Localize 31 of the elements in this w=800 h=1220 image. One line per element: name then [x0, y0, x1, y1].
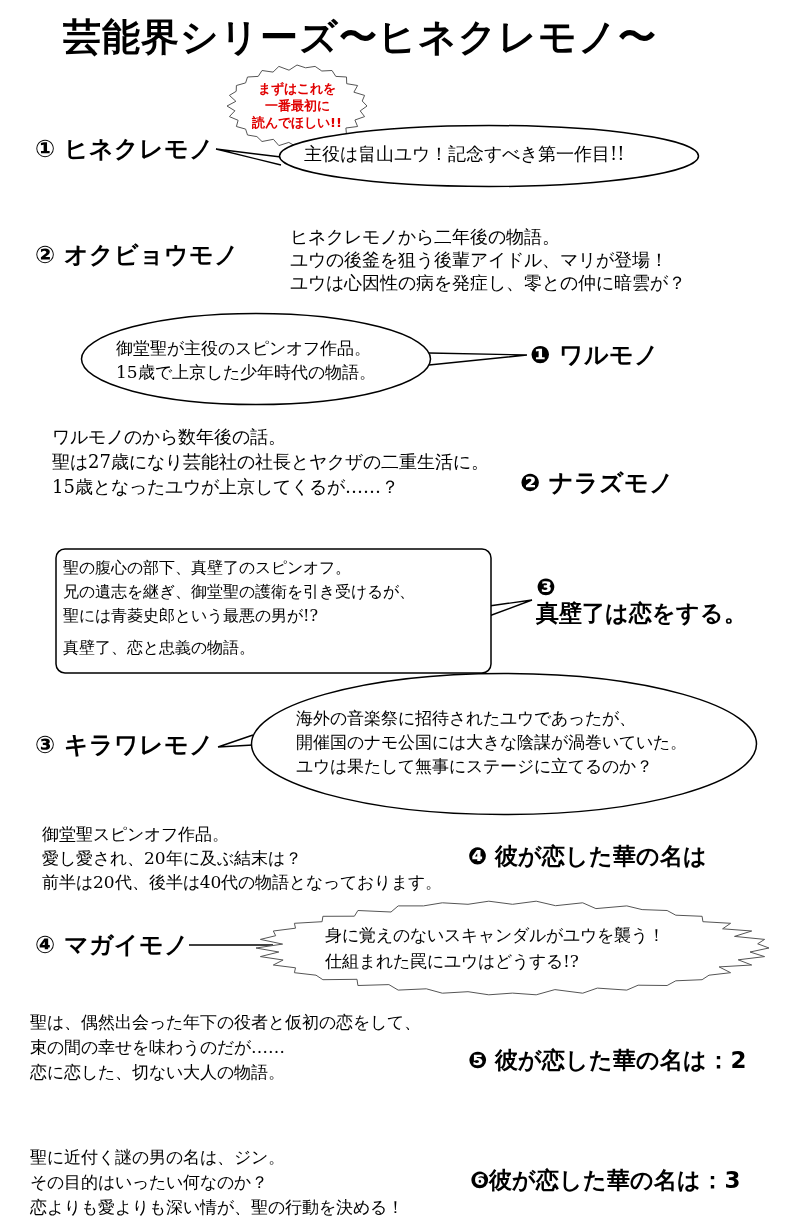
- series-title: ③ キラワレモノ: [35, 730, 214, 760]
- text-box: [55, 548, 492, 674]
- bubble-tail: [217, 734, 254, 748]
- series-title: ❹ 彼が恋した華の名は: [468, 842, 708, 871]
- bubble-tail: [428, 352, 528, 366]
- series-title: ① ヒネクレモノ: [35, 134, 214, 164]
- synopsis-text: 聖に近付く謎の男の名は、ジン。その目的はいったい何なのか？恋よりも愛よりも深い情が、聖の行動を決める！: [30, 1146, 404, 1219]
- series-title: ❺ 彼が恋した華の名は：2: [468, 1046, 747, 1075]
- series-title: ❻彼が恋した華の名は：3: [470, 1166, 741, 1195]
- synopsis-text: 聖は、偶然出会った年下の役者と仮初の恋をして、束の間の幸せを味わうのだが……恋に恋した、切ない大人の物語。: [30, 1011, 421, 1084]
- speech-bubble: [80, 312, 432, 406]
- series-title: ② オクビョウモノ: [35, 240, 239, 270]
- bubble-text: 主役は畠山ユウ！記念すべき第一作目!!: [304, 143, 625, 165]
- series-title: ❸真壁了は恋をする。: [536, 574, 747, 626]
- series-title: ❷ ナラズモノ: [520, 468, 674, 498]
- page-title: 芸能界シリーズ〜ヒネクレモノ〜: [62, 14, 658, 61]
- synopsis-text: 御堂聖スピンオフ作品。愛し愛され、20年に及ぶ結末は？前半は20代、後半は40代の物語となっております。: [42, 823, 443, 894]
- series-title: ④ マガイモノ: [35, 930, 189, 960]
- bubble-text: 御堂聖が主役のスピンオフ作品。15歳で上京した少年時代の物語。: [116, 337, 376, 384]
- box-text: 真壁了、恋と忠義の物語。: [63, 637, 255, 659]
- bubble-text: 海外の音楽祭に招待されたユウであったが、開催国のナモ公国には大きな陰謀が渦巻いていた。ユウは果たして無事にステージに立てるのか？: [296, 707, 687, 778]
- speech-bubble: [250, 672, 758, 816]
- bubble-text: 身に覚えのないスキャンダルがユウを襲う！仕組まれた罠にユウはどうする!?: [325, 924, 665, 973]
- synopsis-text: ヒネクレモノから二年後の物語。ユウの後釜を狙う後輩アイドル、マリが登場！ユウは心因性の病を発症し、零との仲に暗雲が？: [290, 225, 686, 294]
- connector-line: [188, 944, 274, 946]
- synopsis-text: ワルモノのから数年後の話。聖は27歳になり芸能社の社長とヤクザの二重生活に。15歳となったユウが上京してくるが……？: [52, 425, 489, 499]
- bubble-tail: [215, 148, 282, 166]
- series-title: ❶ ワルモノ: [530, 340, 659, 370]
- burst-bubble: [255, 900, 770, 996]
- box-text: 聖の腹心の部下、真壁了のスピンオフ。兄の遺志を継ぎ、御堂聖の護衛を引き受けるが、聖には青菱史郎という最悪の男が!?: [63, 557, 415, 627]
- bubble-text: まずはこれを一番最初に読んでほしい!!: [251, 80, 343, 131]
